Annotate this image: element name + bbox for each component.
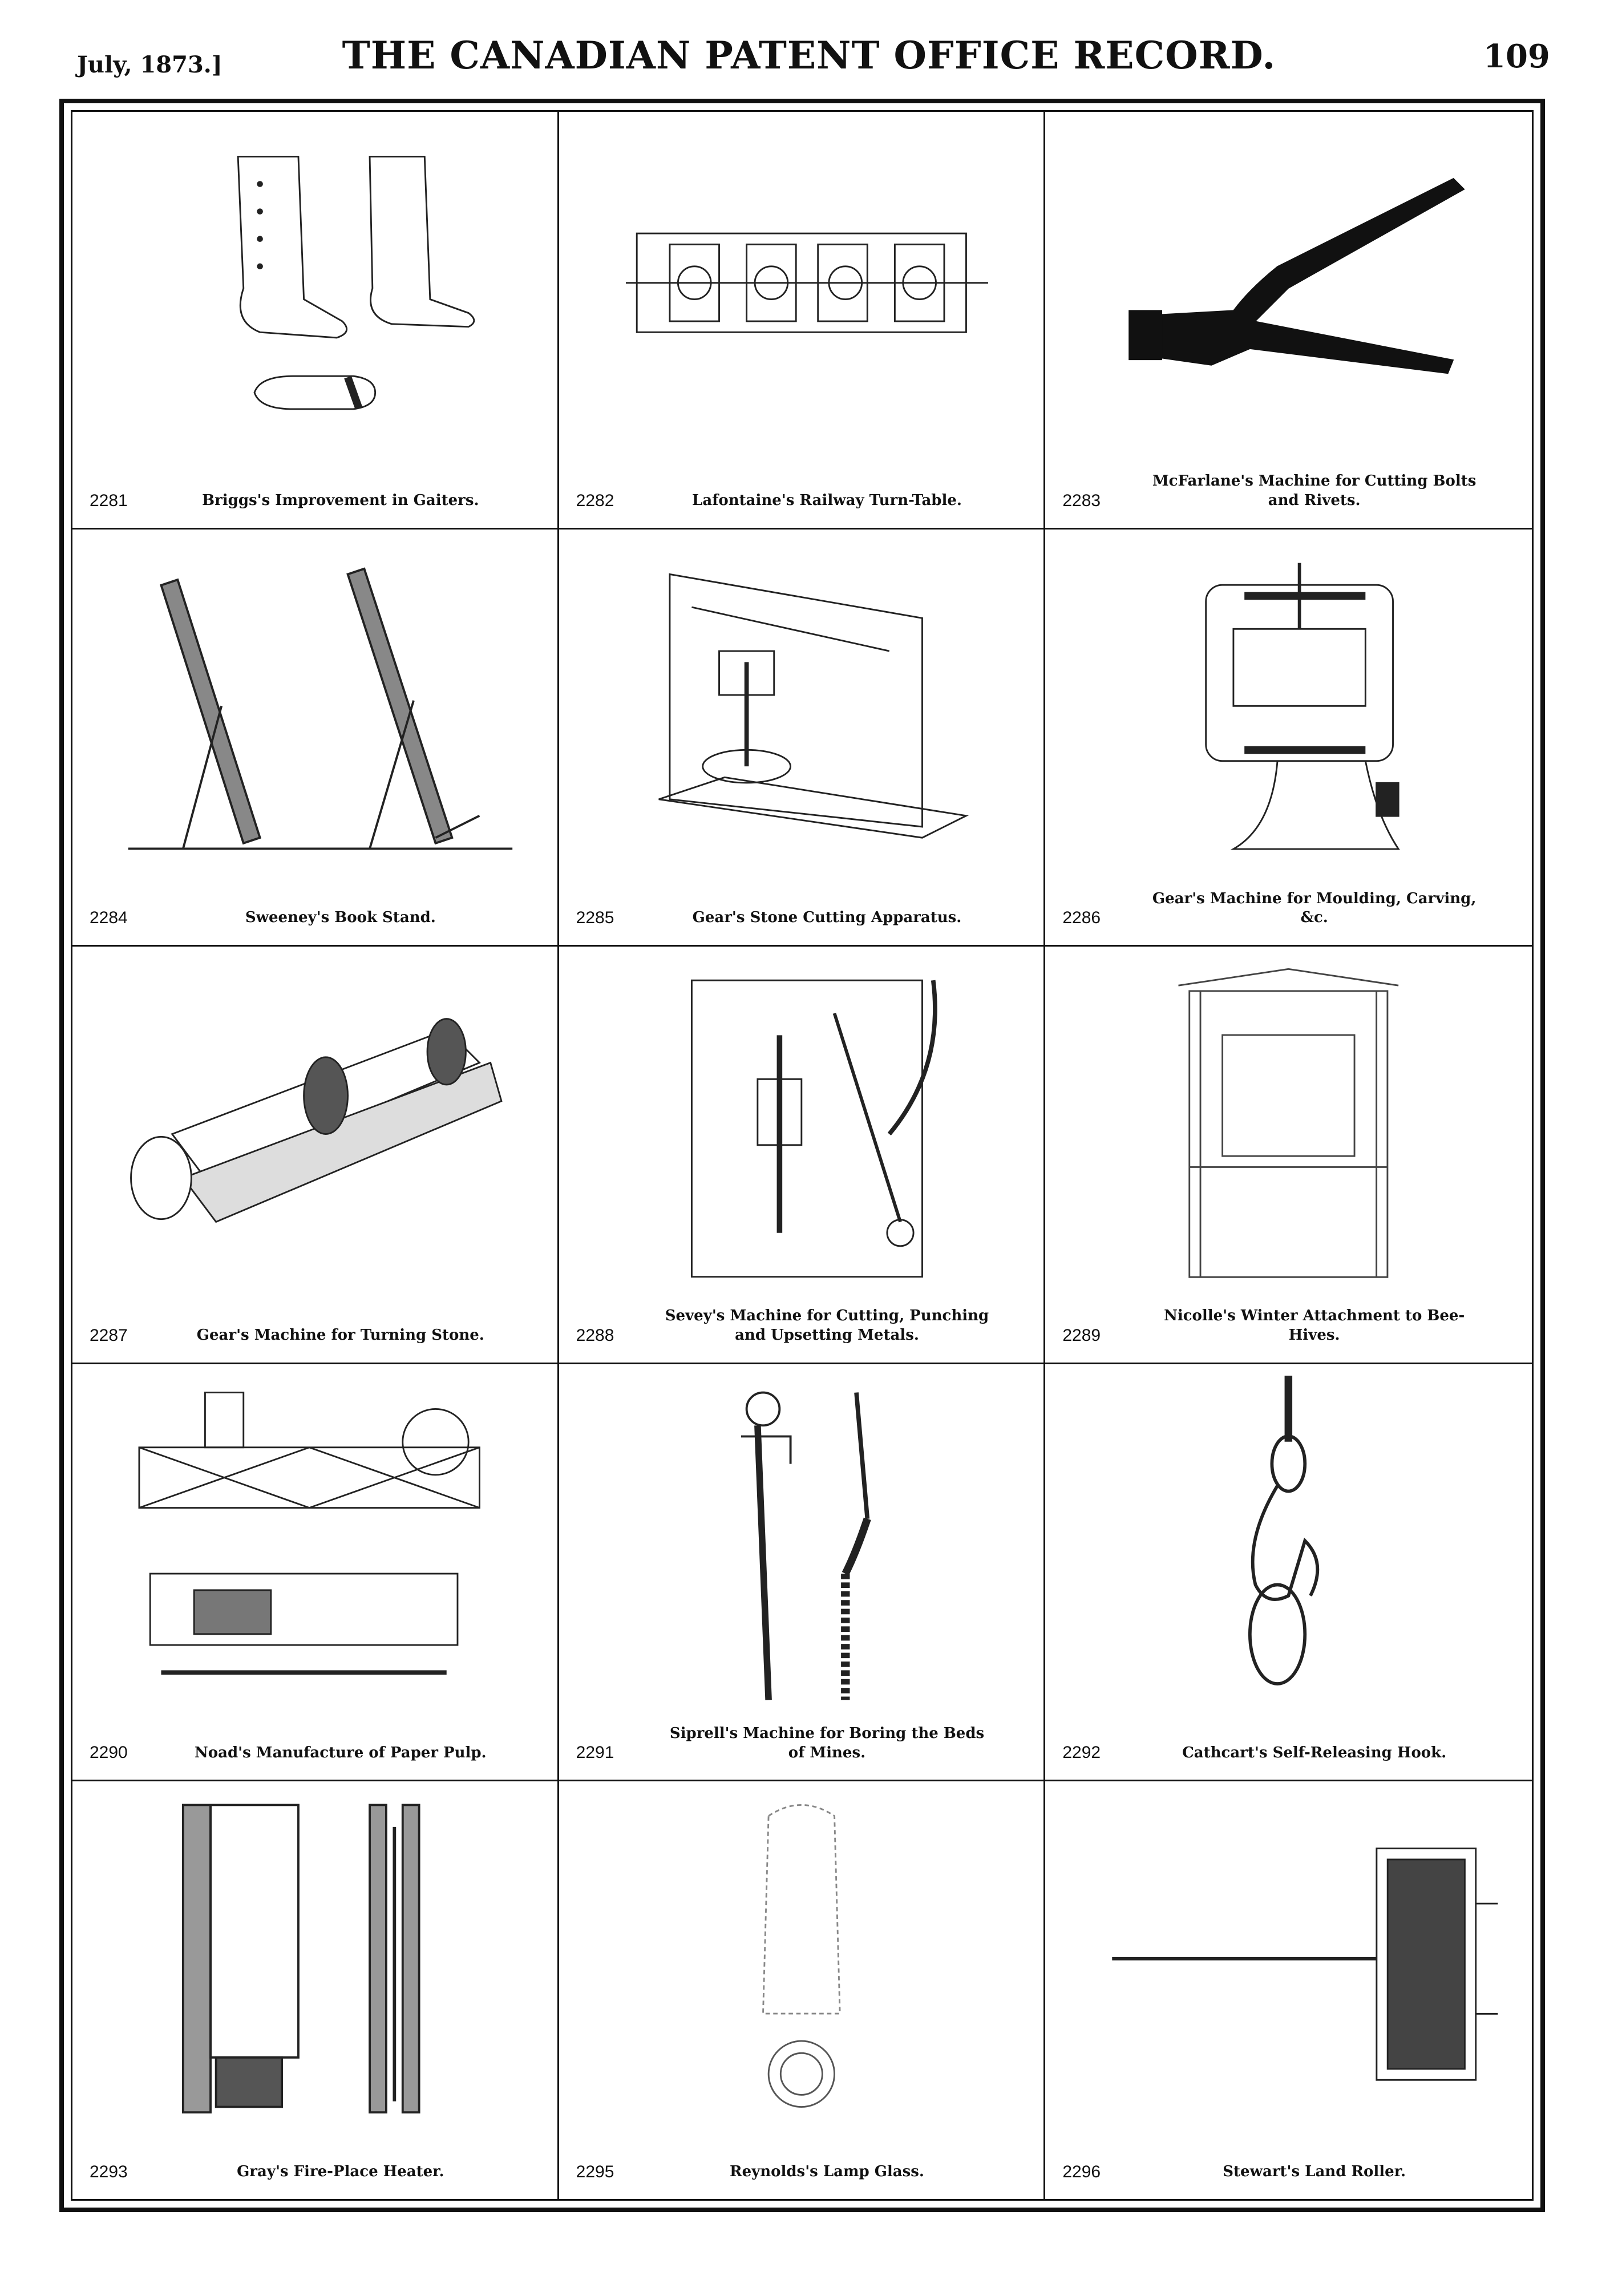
patent-cell: 2291 Siprell's Machine for Boring the Be… (559, 1364, 1046, 1782)
patent-cell: 2295 Reynolds's Lamp Glass. (559, 1781, 1046, 2199)
patent-caption: 2286 Gear's Machine for Moulding, Carvin… (1062, 876, 1515, 928)
patent-cell: 2286 Gear's Machine for Moulding, Carvin… (1045, 529, 1532, 947)
patent-cell: 2296 Stewart's Land Roller. (1045, 1781, 1532, 2199)
patent-number: 2284 (90, 908, 128, 928)
patent-caption: 2293 Gray's Fire-Place Heater. (90, 2131, 540, 2182)
patent-title: Reynolds's Lamp Glass. (730, 2163, 924, 2181)
stone-turning-machine-illustration (95, 958, 535, 1288)
metal-punching-machine-illustration (582, 958, 1021, 1288)
patent-number: 2285 (576, 908, 614, 928)
patent-title: Siprell's Machine for Boring the Beds of… (669, 1724, 985, 1761)
patent-title: Noad's Manufacture of Paper Pulp. (195, 1744, 487, 1761)
patent-number: 2293 (90, 2162, 128, 2181)
patent-number: 2295 (576, 2162, 614, 2181)
patent-cell: 2284 Sweeney's Book Stand. (72, 529, 559, 947)
patent-cell: 2285 Gear's Stone Cutting Apparatus. (559, 529, 1046, 947)
patent-caption: 2287 Gear's Machine for Turning Stone. (90, 1294, 540, 1345)
patent-caption: 2292 Cathcart's Self-Releasing Hook. (1062, 1711, 1515, 1763)
patent-caption: 2283 McFarlane's Machine for Cutting Bol… (1062, 459, 1515, 511)
patent-number: 2286 (1062, 908, 1101, 928)
patent-number: 2287 (90, 1325, 128, 1345)
land-roller-illustration (1068, 1793, 1509, 2125)
patent-title: Briggs's Improvement in Gaiters. (202, 491, 479, 509)
patent-caption: 2296 Stewart's Land Roller. (1062, 2131, 1515, 2182)
paper-pulp-machine-illustration (95, 1376, 535, 1706)
patent-title: Cathcart's Self-Releasing Hook. (1182, 1744, 1447, 1761)
patent-title: Stewart's Land Roller. (1223, 2163, 1406, 2181)
patent-number: 2289 (1062, 1325, 1101, 1345)
patent-number: 2288 (576, 1325, 614, 1345)
patent-cell: 2292 Cathcart's Self-Releasing Hook. (1045, 1364, 1532, 1782)
patent-plate-frame: 2281 Briggs's Improvement in Gaiters. (59, 99, 1545, 2212)
publication-title: THE CANADIAN PATENT OFFICE RECORD. (342, 33, 1276, 78)
moulding-machine-illustration (1068, 541, 1509, 871)
issue-date: July, 1873.] (77, 51, 223, 78)
patent-title: Sweeney's Book Stand. (245, 909, 436, 927)
patent-caption: 2282 Lafontaine's Railway Turn-Table. (576, 459, 1027, 511)
patent-cell: 2288 Sevey's Machine for Cutting, Punchi… (559, 947, 1046, 1364)
patent-number: 2282 (576, 491, 614, 510)
patent-cell: 2290 Noad's Manufacture of Paper Pulp. (72, 1364, 559, 1782)
patent-caption: 2291 Siprell's Machine for Boring the Be… (576, 1711, 1027, 1763)
patent-title: Lafontaine's Railway Turn-Table. (692, 491, 962, 509)
patent-caption: 2288 Sevey's Machine for Cutting, Punchi… (576, 1294, 1027, 1345)
bee-hive-attachment-illustration (1068, 958, 1509, 1288)
patent-cell: 2282 Lafontaine's Railway Turn-Table. (559, 112, 1046, 529)
patent-grid: 2281 Briggs's Improvement in Gaiters. (72, 112, 1532, 2199)
patent-cell: 2293 Gray's Fire-Place Heater. (72, 1781, 559, 2199)
patent-cell: 2287 Gear's Machine for Turning Stone. (72, 947, 559, 1364)
boring-machine-illustration (582, 1376, 1021, 1706)
patent-title: Sevey's Machine for Cutting, Punching an… (665, 1307, 989, 1344)
patent-title: Nicolle's Winter Attachment to Bee-Hives… (1164, 1307, 1465, 1344)
page-header: July, 1873.] THE CANADIAN PATENT OFFICE … (0, 0, 1618, 91)
lamp-glass-illustration (582, 1793, 1021, 2125)
patent-number: 2281 (90, 491, 128, 510)
stone-cutting-apparatus-illustration (582, 541, 1021, 871)
patent-title: Gear's Machine for Turning Stone. (196, 1327, 484, 1344)
book-stand-illustration (95, 541, 535, 871)
patent-title: Gear's Stone Cutting Apparatus. (692, 909, 962, 927)
patent-cell: 2283 McFarlane's Machine for Cutting Bol… (1045, 112, 1532, 529)
patent-cell: 2281 Briggs's Improvement in Gaiters. (72, 112, 559, 529)
fire-place-heater-illustration (95, 1793, 535, 2125)
patent-caption: 2289 Nicolle's Winter Attachment to Bee-… (1062, 1294, 1515, 1345)
patent-caption: 2295 Reynolds's Lamp Glass. (576, 2131, 1027, 2182)
gaiter-boot-illustration (95, 123, 535, 454)
self-releasing-hook-illustration (1068, 1375, 1509, 1706)
patent-title: Gray's Fire-Place Heater. (237, 2163, 444, 2181)
patent-number: 2283 (1062, 491, 1101, 510)
patent-title: McFarlane's Machine for Cutting Bolts an… (1152, 472, 1477, 509)
patent-caption: 2284 Sweeney's Book Stand. (90, 876, 540, 928)
page-number: 109 (1483, 38, 1550, 75)
turn-table-plan-illustration (582, 123, 1021, 454)
patent-number: 2292 (1062, 1743, 1101, 1763)
bolt-cutter-illustration (1068, 123, 1509, 454)
patent-number: 2296 (1062, 2162, 1101, 2181)
patent-caption: 2285 Gear's Stone Cutting Apparatus. (576, 876, 1027, 928)
patent-cell: 2289 Nicolle's Winter Attachment to Bee-… (1045, 947, 1532, 1364)
patent-plate-inner-border: 2281 Briggs's Improvement in Gaiters. (71, 110, 1534, 2201)
patent-number: 2291 (576, 1743, 614, 1763)
patent-caption: 2281 Briggs's Improvement in Gaiters. (90, 459, 540, 511)
patent-number: 2290 (90, 1743, 128, 1763)
patent-title: Gear's Machine for Moulding, Carving, &c… (1152, 890, 1477, 927)
patent-caption: 2290 Noad's Manufacture of Paper Pulp. (90, 1711, 540, 1763)
